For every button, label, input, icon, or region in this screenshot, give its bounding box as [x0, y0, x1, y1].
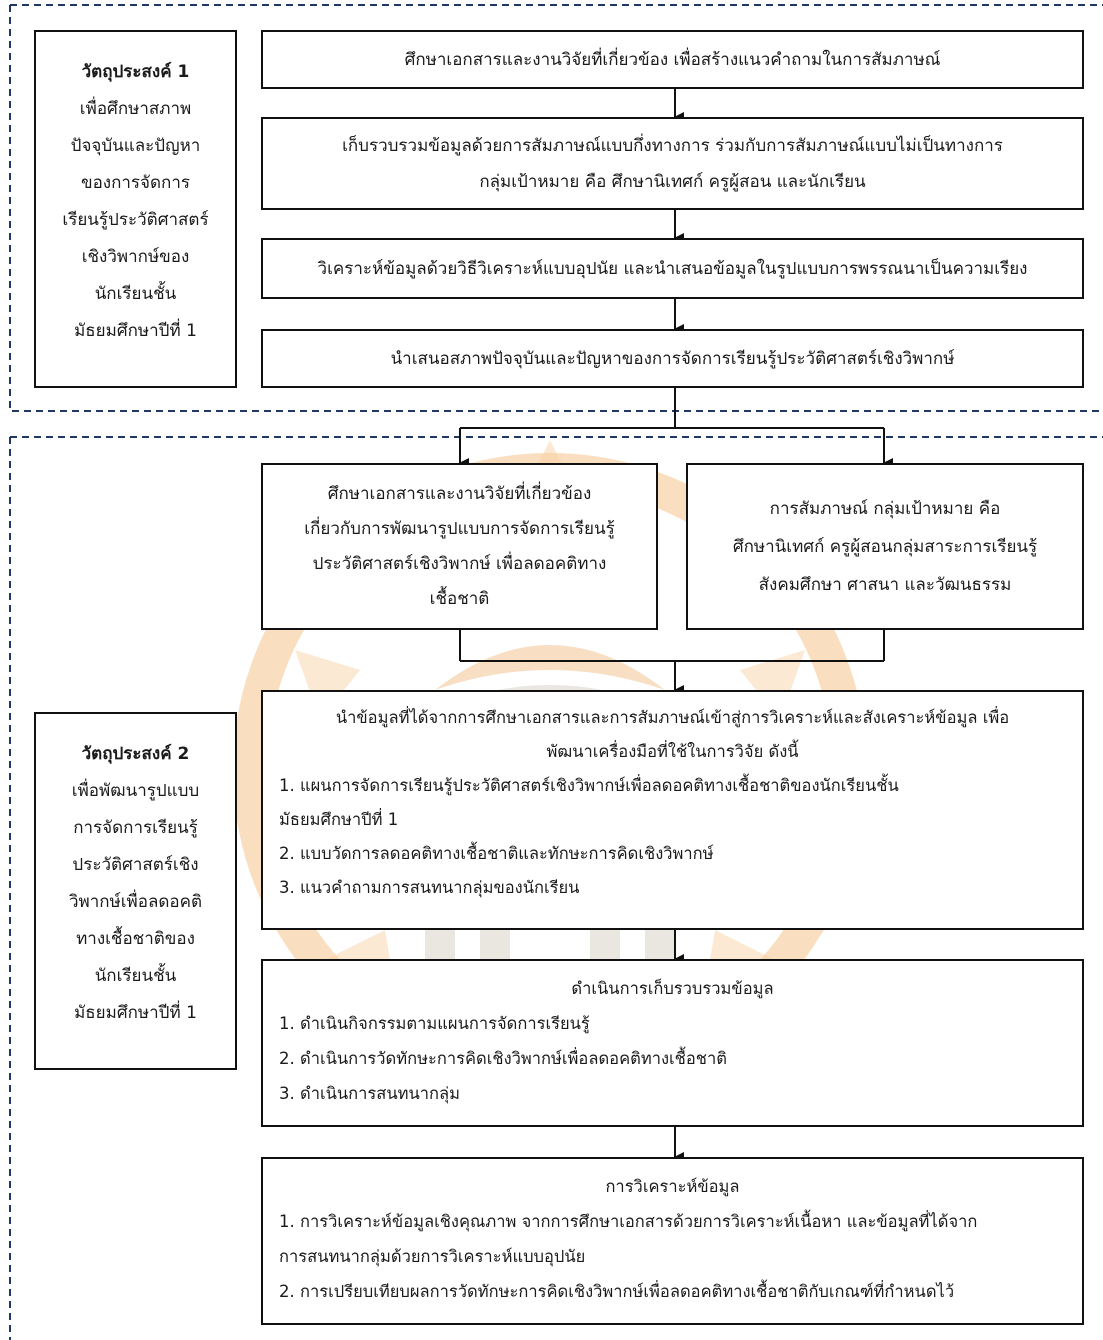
phase1-step-4-text: นำเสนอสภาพปัจจุบันและปัญหาของการจัดการเร…	[390, 348, 955, 369]
phase1-frame	[9, 4, 1103, 412]
phase1-step-2-line-2: กลุ่มเป้าหมาย คือ ศึกษานิเทศก์ ครูผู้สอน…	[479, 171, 866, 192]
phase1-step-1: ศึกษาเอกสารและงานวิจัยที่เกี่ยวข้อง เพื่…	[261, 30, 1084, 89]
objective-1-line: เชิงวิพากษ์ของ	[81, 247, 190, 267]
objective-2-line: วิพากษ์เพื่อลดอคติ	[68, 892, 203, 912]
objective-2-line: เพื่อพัฒนารูปแบบ	[71, 781, 200, 801]
document-study-line: ประวัติศาสตร์เชิงวิพากษ์ เพื่อลดอคติทาง	[312, 553, 607, 574]
document-study-box: ศึกษาเอกสารและงานวิจัยที่เกี่ยวข้อง เกี่…	[261, 463, 658, 630]
objective-2-box: วัตถุประสงค์ 2 เพื่อพัฒนารูปแบบ การจัดกา…	[34, 712, 237, 1070]
data-analysis-item-1: 1. การวิเคราะห์ข้อมูลเชิงคุณภาพ จากการศึ…	[279, 1212, 978, 1231]
data-collection-item-3: 3. ดำเนินการสนทนากลุ่ม	[279, 1084, 461, 1103]
document-study-line: ศึกษาเอกสารและงานวิจัยที่เกี่ยวข้อง	[327, 483, 592, 504]
phase1-step-3: วิเคราะห์ข้อมูลด้วยวิธีวิเคราะห์แบบอุปนั…	[261, 238, 1084, 299]
phase1-step-3-text: วิเคราะห์ข้อมูลด้วยวิธีวิเคราะห์แบบอุปนั…	[317, 258, 1028, 279]
objective-1-line: มัธยมศึกษาปีที่ 1	[74, 321, 197, 341]
objective-2-line: ประวัติศาสตร์เชิง	[72, 855, 199, 875]
objective-2-line: ทางเชื้อชาติของ	[76, 929, 195, 949]
data-analysis-title: การวิเคราะห์ข้อมูล	[605, 1177, 740, 1196]
objective-1-box: วัตถุประสงค์ 1 เพื่อศึกษาสภาพ ปัจจุบันแล…	[34, 30, 237, 388]
synthesis-item-1-cont: มัธยมศึกษาปีที่ 1	[279, 810, 399, 829]
objective-1-line: เรียนรู้ประวัติศาสตร์	[62, 210, 209, 230]
interview-line: การสัมภาษณ์ กลุ่มเป้าหมาย คือ	[769, 498, 1001, 519]
data-collection-item-2: 2. ดำเนินการวัดทักษะการคิดเชิงวิพากษ์เพื…	[279, 1049, 727, 1068]
interview-box: การสัมภาษณ์ กลุ่มเป้าหมาย คือ ศึกษานิเทศ…	[686, 463, 1084, 630]
synthesis-item-2: 2. แบบวัดการลดอคติทางเชื้อชาติและทักษะกา…	[279, 844, 714, 863]
objective-2-line: มัธยมศึกษาปีที่ 1	[74, 1003, 197, 1023]
synthesis-box: นำข้อมูลที่ได้จากการศึกษาเอกสารและการสัม…	[261, 690, 1084, 930]
synthesis-item-1: 1. แผนการจัดการเรียนรู้ประวัติศาสตร์เชิง…	[279, 776, 899, 795]
objective-1-line: ปัจจุบันและปัญหา	[70, 136, 201, 156]
document-study-line: เกี่ยวกับการพัฒนารูปแบบการจัดการเรียนรู้	[304, 518, 615, 539]
phase2-frame	[9, 436, 1103, 1340]
objective-1-title: วัตถุประสงค์ 1	[81, 62, 190, 82]
data-collection-title: ดำเนินการเก็บรวบรวมข้อมูล	[571, 979, 774, 998]
interview-line: ศึกษานิเทศก์ ครูผู้สอนกลุ่มสาระการเรียนร…	[732, 536, 1038, 557]
data-collection-box: ดำเนินการเก็บรวบรวมข้อมูล 1. ดำเนินกิจกร…	[261, 959, 1084, 1127]
objective-1-line: ของการจัดการ	[80, 173, 191, 193]
data-collection-item-1: 1. ดำเนินกิจกรรมตามแผนการจัดการเรียนรู้	[279, 1014, 590, 1033]
document-study-line: เชื้อชาติ	[429, 588, 490, 609]
objective-2-title: วัตถุประสงค์ 2	[81, 744, 190, 764]
objective-2-line: นักเรียนชั้น	[94, 966, 177, 986]
data-analysis-box: การวิเคราะห์ข้อมูล 1. การวิเคราะห์ข้อมูล…	[261, 1157, 1084, 1325]
synthesis-item-3: 3. แนวคำถามการสนทนากลุ่มของนักเรียน	[279, 878, 580, 897]
data-analysis-item-2: 2. การเปรียบเทียบผลการวัดทักษะการคิดเชิง…	[279, 1282, 955, 1301]
phase1-step-1-text: ศึกษาเอกสารและงานวิจัยที่เกี่ยวข้อง เพื่…	[404, 49, 941, 70]
objective-1-line: เพื่อศึกษาสภาพ	[79, 99, 192, 119]
data-analysis-item-1-cont: การสนทนากลุ่มด้วยการวิเคราะห์แบบอุปนัย	[279, 1247, 586, 1266]
phase1-step-2: เก็บรวบรวมข้อมูลด้วยการสัมภาษณ์แบบกึ่งทา…	[261, 117, 1084, 210]
synthesis-heading-2: พัฒนาเครื่องมือที่ใช้ในการวิจัย ดังนี้	[546, 742, 799, 761]
phase1-step-2-line-1: เก็บรวบรวมข้อมูลด้วยการสัมภาษณ์แบบกึ่งทา…	[342, 135, 1003, 156]
objective-2-line: การจัดการเรียนรู้	[73, 818, 198, 838]
objective-1-line: นักเรียนชั้น	[94, 284, 177, 304]
interview-line: สังคมศึกษา ศาสนา และวัฒนธรรม	[758, 574, 1012, 595]
phase1-step-4: นำเสนอสภาพปัจจุบันและปัญหาของการจัดการเร…	[261, 329, 1084, 388]
synthesis-heading-1: นำข้อมูลที่ได้จากการศึกษาเอกสารและการสัม…	[335, 708, 1010, 727]
